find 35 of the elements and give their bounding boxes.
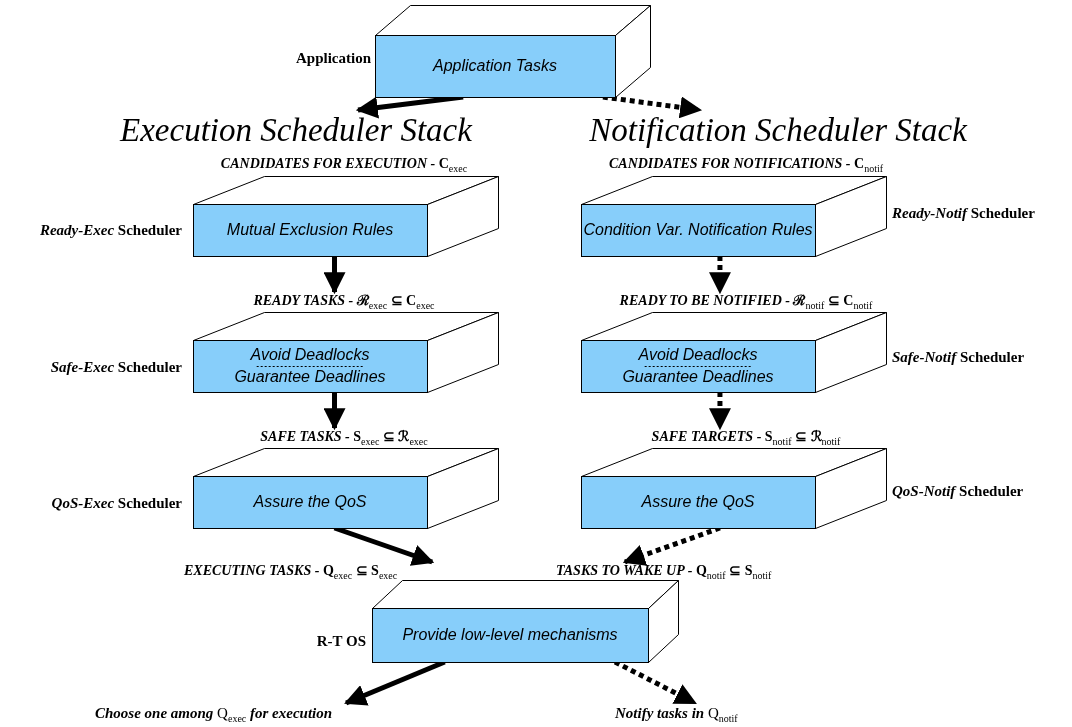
block-text: Assure the QoS [253, 492, 367, 512]
outcome-text: Choose one among Q$_{exec}$ for execution [95, 704, 333, 726]
arrow [323, 392, 346, 431]
scheduler-label: Safe-Notif Scheduler [892, 348, 1025, 366]
block-text: Mutual Exclusion Rules [226, 220, 394, 240]
block-text: Condition Var. Notification Rules [583, 220, 813, 240]
set-heading: SAFE TARGETS - S$_{notif}$ ⊆ ℛ$_{notif}$ [651, 428, 841, 449]
block-text: Guarantee Deadlines [622, 367, 774, 387]
block-text: Avoid Deadlocks [638, 345, 758, 365]
set-heading: SAFE TASKS - S$_{exec}$ ⊆ ℛ$_{exec}$ [260, 428, 428, 449]
scheduler-label: Ready-Notif Scheduler [892, 204, 1035, 222]
scheduler-label: QoS-Exec Scheduler [51, 494, 182, 512]
block-text: Guarantee Deadlines [234, 367, 386, 387]
stack-title: Notification Scheduler Stack [588, 111, 969, 150]
scheduler-label: Safe-Exec Scheduler [50, 358, 182, 376]
set-heading: READY TO BE NOTIFIED - ℛ$_{notif}$ ⊆ C$_{notif}$ [619, 292, 873, 313]
set-heading: CANDIDATES FOR EXECUTION - C$_{exec}$ [220, 155, 468, 176]
stack-title: Execution Scheduler Stack [118, 111, 474, 150]
set-heading: CANDIDATES FOR NOTIFICATIONS - C$_{notif}$ [608, 155, 884, 176]
scheduler-label: QoS-Notif Scheduler [892, 482, 1024, 500]
arrow [708, 256, 731, 295]
set-heading: EXECUTING TASKS - Q$_{exec}$ ⊆ S$_{exec}$ [184, 562, 398, 583]
set-heading: READY TASKS - ℛ$_{exec}$ ⊆ C$_{exec}$ [253, 292, 435, 313]
scheduler-label: R-T OS [316, 632, 366, 650]
scheduler-label: Application [296, 49, 371, 67]
scheduler-label: Ready-Exec Scheduler [39, 221, 182, 239]
block-text: Application Tasks [433, 56, 557, 76]
block-text: Avoid Deadlocks [250, 345, 370, 365]
arrow [323, 256, 346, 295]
arrow [602, 94, 703, 119]
set-heading: TASKS TO WAKE UP - Q$_{notif}$ ⊆ S$_{notif}$ [556, 562, 772, 583]
outcome-text: Notify tasks in Q$_{notif}$ [615, 704, 738, 726]
arrow [708, 392, 731, 431]
block-text: Assure the QoS [641, 492, 755, 512]
block-text: Provide low-level mechanisms [402, 625, 618, 645]
